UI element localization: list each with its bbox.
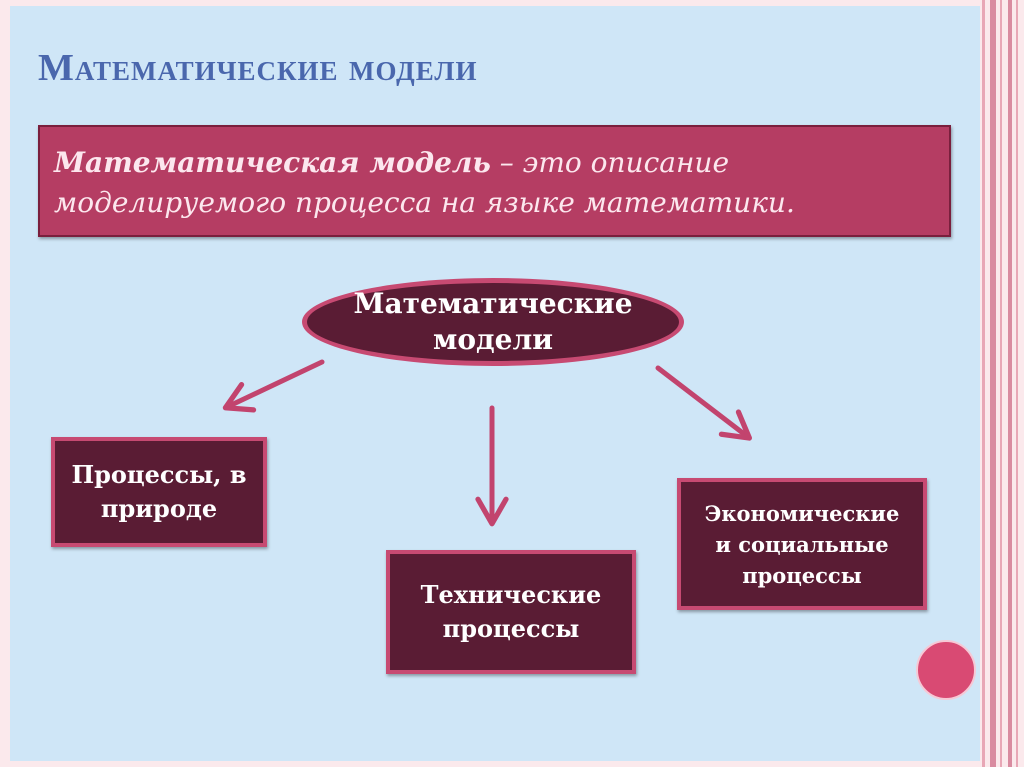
definition-box: Математическая модель – это описание мод… [38,125,951,237]
decor-stripe-4 [1008,0,1012,767]
central-node: Математические модели [302,278,684,366]
central-node-line1: Математические [353,287,633,320]
node-technical-processes: Технические процессы [386,550,636,674]
arrow-to-nature [222,359,325,413]
decor-stripe-1 [982,0,985,767]
node-tech-line2: процессы [442,614,580,643]
node-nature-processes: Процессы, в природе [51,437,267,547]
node-nature-line2: природе [100,494,218,523]
arrow-to-econ [655,365,753,441]
definition-term: Математическая модель [54,146,491,179]
central-node-line2: модели [433,323,553,356]
decor-stripe-2 [990,0,996,767]
node-econ-line2: и социальные [715,531,889,557]
decor-stripe-5 [1016,0,1018,767]
node-econ-line3: процессы [742,562,862,588]
decor-stripe-3 [1000,0,1002,767]
decor-circle [916,640,976,700]
definition-text: – это описание моделируемого процесса на… [54,146,795,219]
slide-title: Математические модели [38,47,478,89]
node-econ-line1: Экономические [704,500,900,526]
node-economic-social-processes: Экономические и социальные процессы [677,478,927,610]
node-tech-line1: Технические [420,580,602,609]
node-nature-line1: Процессы, в [71,460,247,489]
